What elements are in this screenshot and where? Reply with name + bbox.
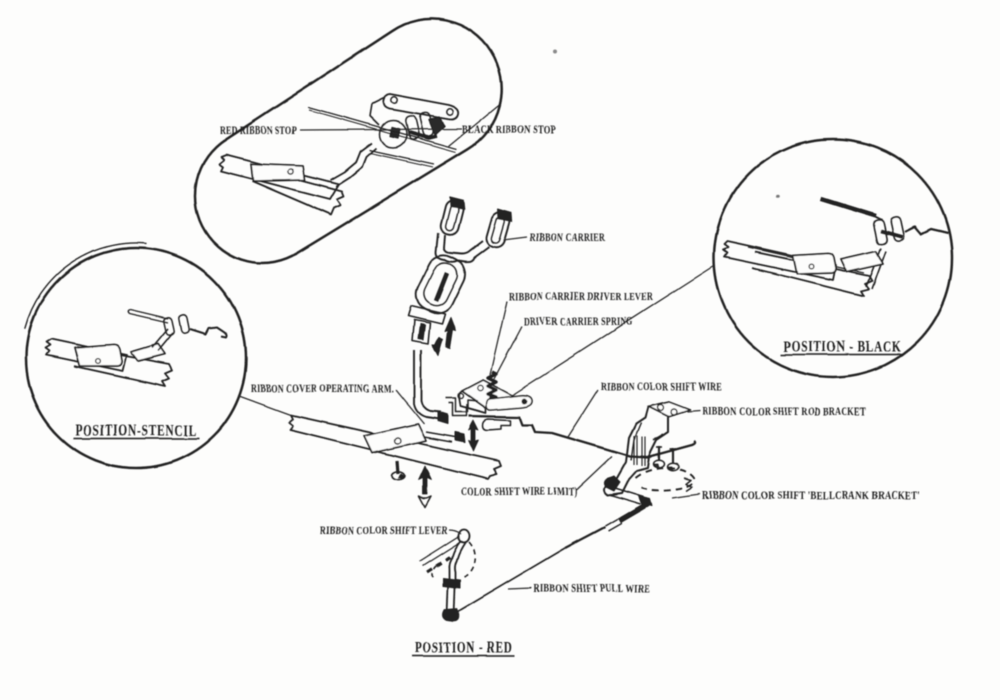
svg-text:RIBBON COLOR SHIFT 'BELLCRANK: RIBBON COLOR SHIFT 'BELLCRANK BRACKET': [702, 490, 920, 502]
svg-text:RIBBON CARRIER: RIBBON CARRIER: [530, 232, 605, 244]
svg-text:POSITION - BLACK: POSITION - BLACK: [784, 339, 901, 356]
svg-text:RIBBON CARRIER DRIVER LEVER: RIBBON CARRIER DRIVER LEVER: [509, 291, 653, 303]
svg-text:RED RIBBON STOP: RED RIBBON STOP: [220, 125, 297, 137]
svg-text:DRIVER CARRIER SPRING: DRIVER CARRIER SPRING: [524, 316, 633, 328]
svg-text:POSITION - RED: POSITION - RED: [415, 640, 512, 657]
svg-text:RIBBON COLOR SHIFT WIRE: RIBBON COLOR SHIFT WIRE: [601, 381, 722, 393]
svg-text:BLACK RIBBON STOP: BLACK RIBBON STOP: [462, 124, 556, 136]
svg-text:RIBBON COLOR SHIFT LEVER: RIBBON COLOR SHIFT LEVER: [320, 525, 448, 537]
svg-text:RIBBON COLOR SHIFT ROD BRACKET: RIBBON COLOR SHIFT ROD BRACKET: [702, 406, 866, 418]
svg-text:RIBBON COVER OPERATING ARM.: RIBBON COVER OPERATING ARM.: [251, 383, 394, 395]
svg-text:COLOR SHIFT WIRE LIMIT): COLOR SHIFT WIRE LIMIT): [461, 486, 577, 498]
svg-text:RIBBON SHIFT PULL WIRE: RIBBON SHIFT PULL WIRE: [534, 583, 650, 595]
svg-text:POSITION-STENCIL: POSITION-STENCIL: [75, 423, 197, 440]
